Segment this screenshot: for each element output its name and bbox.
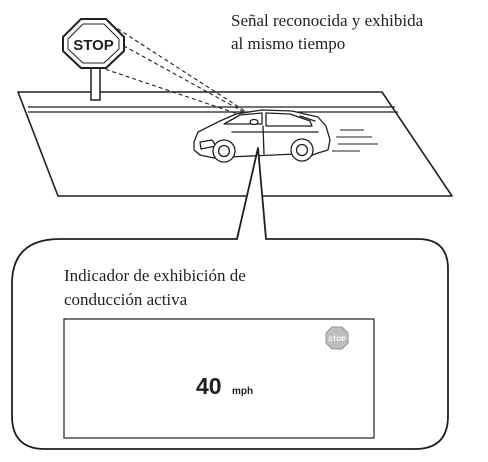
annotation-line-1: Señal reconocida y exhibida <box>231 11 424 30</box>
speed-unit: mph <box>232 386 253 397</box>
stop-sign-inner-border <box>67 23 120 64</box>
detection-line-bottom <box>77 59 263 123</box>
stop-sign-label: STOP <box>73 37 114 54</box>
callout-line-1: Indicador de exhibición de <box>64 266 246 285</box>
callout-text: Indicador de exhibición de conducción ac… <box>64 266 246 309</box>
car-side-window <box>265 112 313 127</box>
car-rear-hub <box>295 143 309 157</box>
callout-line-2: conducción activa <box>64 290 188 309</box>
detection-line-top <box>103 19 263 123</box>
car-roof-line <box>299 115 316 122</box>
annotation: Señal reconocida y exhibida al mismo tie… <box>231 11 424 53</box>
detection-lines <box>77 19 263 123</box>
speed-readout: 40 mph <box>196 373 253 399</box>
display-stop-octagon <box>325 326 349 350</box>
car-mirror <box>249 118 259 126</box>
display-screen <box>63 318 375 439</box>
display-stop-icon: STOP <box>325 326 349 350</box>
stop-sign: STOP <box>62 18 125 101</box>
annotation-line-2: al mismo tiempo <box>231 34 345 53</box>
speed-value: 40 <box>196 373 222 399</box>
display-stop-label: STOP <box>328 336 346 343</box>
car-icon <box>193 109 331 163</box>
active-driving-display: STOP 40 mph <box>63 318 375 439</box>
motion-lines <box>332 129 378 152</box>
stop-sign-octagon <box>62 18 125 69</box>
car-front-hub <box>217 144 231 158</box>
car-door-line <box>262 125 265 155</box>
detection-line-right <box>123 45 263 123</box>
